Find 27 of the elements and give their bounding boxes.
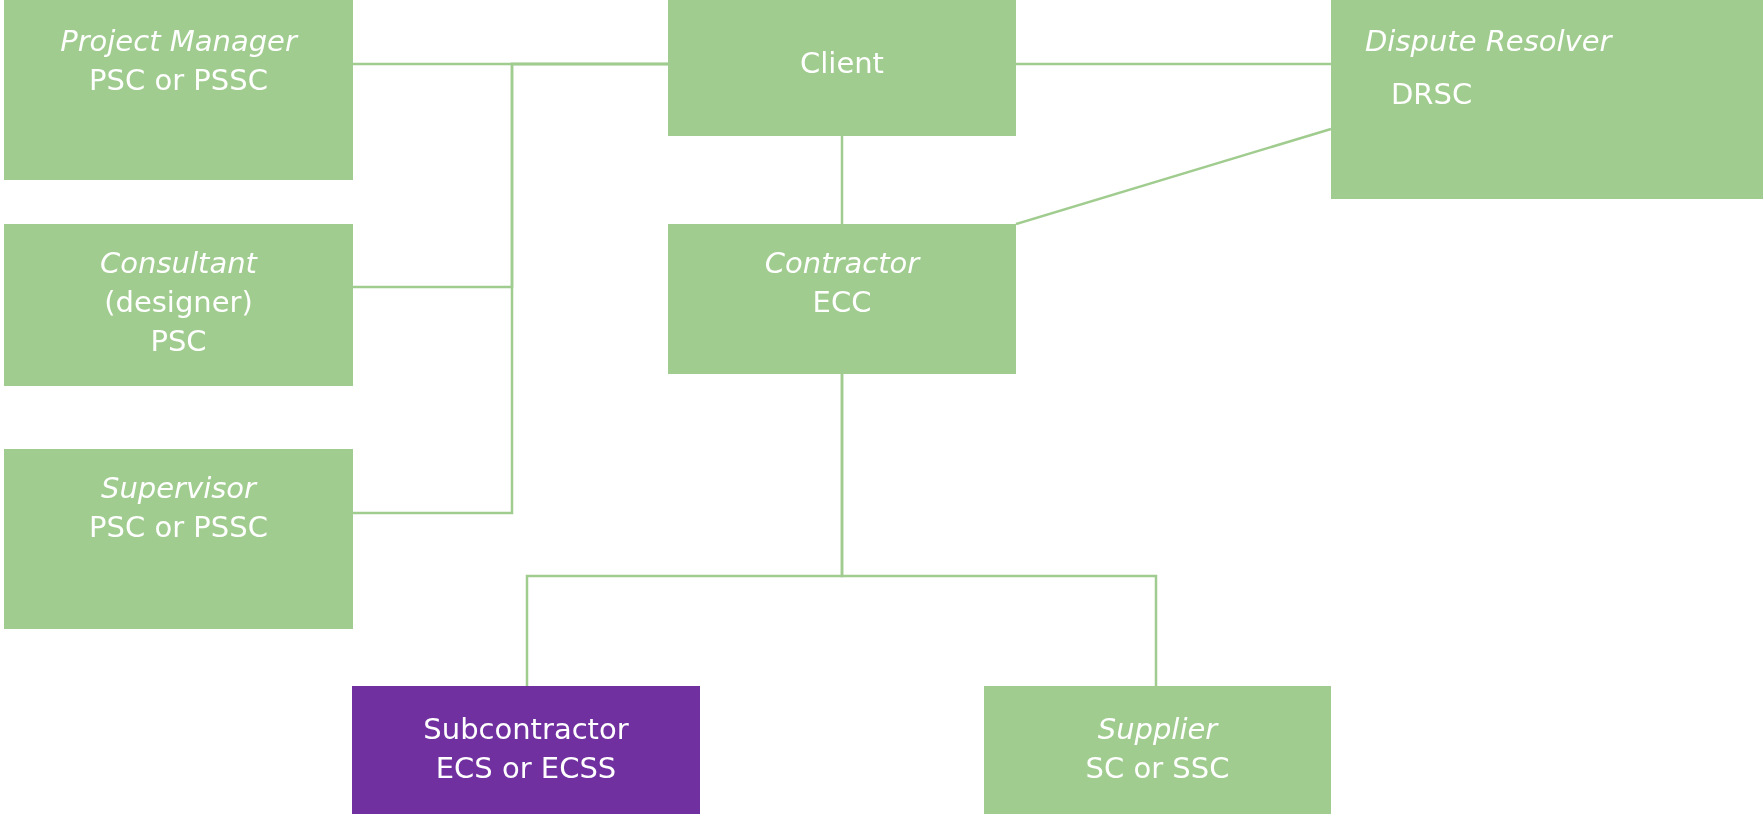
contract-label: (designer) PSC bbox=[103, 284, 254, 361]
role-box bbox=[352, 686, 700, 814]
role-box bbox=[4, 224, 353, 386]
role-box bbox=[984, 686, 1331, 814]
connector-line bbox=[1016, 62, 1331, 66]
role-box bbox=[668, 0, 1016, 136]
connector-line bbox=[1015, 127, 1332, 226]
contract-label: Client bbox=[799, 45, 885, 82]
contract-label: SC or SSC bbox=[1084, 750, 1231, 788]
role-box bbox=[4, 0, 353, 180]
role-box bbox=[1331, 0, 1763, 199]
contract-label: PSC or PSSC bbox=[88, 62, 269, 100]
role-title: Dispute Resolver bbox=[1365, 23, 1614, 60]
role-title: Supplier bbox=[1096, 711, 1220, 748]
role-box bbox=[668, 224, 1016, 374]
role-title: Consultant bbox=[99, 245, 259, 282]
role-title: Supervisor bbox=[100, 470, 259, 507]
role-title: Project Manager bbox=[59, 23, 300, 60]
contract-label: PSC or PSSC bbox=[88, 509, 269, 547]
connector-line bbox=[353, 62, 668, 515]
connector-line bbox=[840, 136, 844, 224]
contract-label: ECC bbox=[811, 284, 873, 322]
role-box bbox=[4, 449, 353, 629]
contract-label: DRSC bbox=[1390, 76, 1474, 114]
connector-line bbox=[840, 374, 1158, 686]
role-title: Contractor bbox=[763, 245, 922, 282]
contract-label: Subcontractor ECS or ECSS bbox=[422, 711, 630, 788]
